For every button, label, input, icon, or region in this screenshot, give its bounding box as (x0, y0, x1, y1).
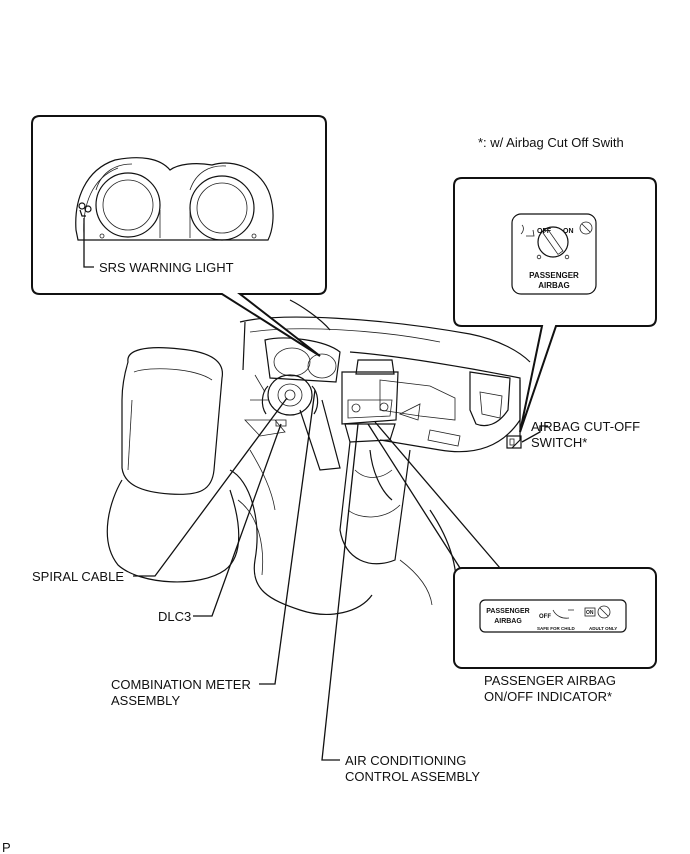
indicator-caption-line1: PASSENGER (486, 608, 529, 615)
switch-caption-line1: PASSENGER (529, 271, 579, 280)
srs-warning-light-icon (78, 202, 92, 217)
seat-illustration (106, 347, 373, 615)
switch-on-text: ON (563, 228, 574, 235)
dashboard-illustration (239, 299, 531, 606)
srs-warning-light-label: SRS WARNING LIGHT (99, 260, 234, 275)
indicator-on-text: ON (586, 610, 594, 616)
spiral-cable-callout: SPIRAL CABLE (32, 397, 288, 584)
indicator-safe-for-child: SAFE FOR CHILD (537, 626, 575, 631)
airbag-cutoff-switch-label-line1: AIRBAG CUT-OFF (531, 419, 640, 434)
dlc3-callout: DLC3 (158, 423, 282, 624)
passenger-airbag-indicator-callout: PASSENGER AIRBAG OFF SAFE FOR CHILD ON A… (367, 421, 657, 704)
indicator-off-text: OFF (539, 614, 551, 620)
switch-caption-line2: AIRBAG (538, 281, 570, 290)
combination-meter-label-line1: COMBINATION METER (111, 677, 251, 692)
corner-mark: P (2, 840, 11, 854)
air-conditioning-label-line1: AIR CONDITIONING (345, 753, 466, 768)
switch-face-illustration: OFF ON PASSENGER AIRBAG (511, 213, 597, 295)
combination-meter-leader: COMBINATION METER ASSEMBLY (111, 389, 316, 708)
indicator-face-illustration: PASSENGER AIRBAG OFF SAFE FOR CHILD ON A… (479, 599, 627, 633)
air-conditioning-label-line2: CONTROL ASSEMBLY (345, 769, 480, 784)
passenger-airbag-indicator-label-line1: PASSENGER AIRBAG (484, 673, 616, 688)
airbag-cutoff-switch-label-line2: SWITCH* (531, 435, 587, 450)
indicator-caption-line2: AIRBAG (494, 618, 522, 625)
spiral-cable-label: SPIRAL CABLE (32, 569, 124, 584)
airbag-cutoff-switch-callout: OFF ON PASSENGER AIRBAG AIRBAG CUT-OFF S… (453, 177, 657, 450)
combination-meter-callout: SRS WARNING LIGHT (31, 115, 327, 357)
footnote: *: w/ Airbag Cut Off Swith (478, 135, 624, 150)
dlc3-label: DLC3 (158, 609, 191, 624)
air-conditioning-callout: AIR CONDITIONING CONTROL ASSEMBLY (321, 423, 480, 784)
passenger-airbag-indicator-label-line2: ON/OFF INDICATOR* (484, 689, 612, 704)
indicator-adult-only: ADULT ONLY (589, 626, 617, 631)
combination-meter-label-line2: ASSEMBLY (111, 693, 180, 708)
switch-off-text: OFF (537, 228, 552, 235)
